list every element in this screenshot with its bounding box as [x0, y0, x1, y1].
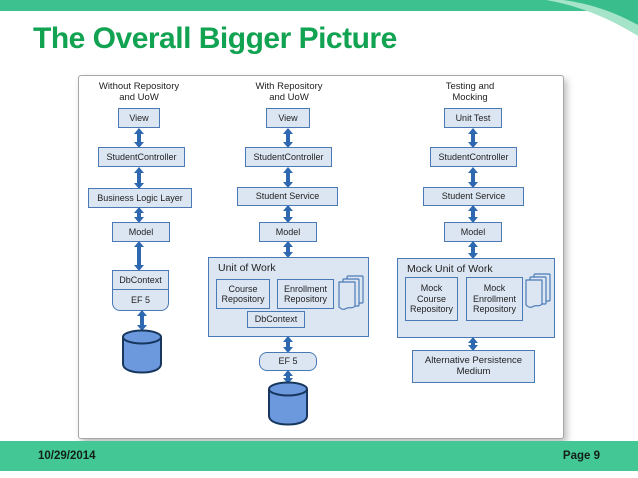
col3-mock-course-repository-box: Mock Course Repository: [405, 277, 458, 321]
double-arrow-icon: [137, 310, 147, 331]
column2-header: With Repository and UoW: [247, 81, 331, 104]
double-arrow-icon: [283, 167, 293, 188]
col2-view-box: View: [266, 108, 310, 128]
col2-model-box: Model: [259, 222, 317, 242]
column3-header-line1: Testing and: [445, 81, 495, 92]
double-arrow-icon: [468, 337, 478, 351]
double-arrow-icon: [134, 167, 144, 189]
double-arrow-icon: [283, 128, 293, 148]
unit-of-work-label: Unit of Work: [218, 262, 276, 274]
column3-header-line2: Mocking: [452, 92, 488, 104]
col2-course-repository-box: Course Repository: [216, 279, 270, 309]
double-arrow-icon: [283, 370, 293, 384]
mock-unit-of-work-label: Mock Unit of Work: [407, 263, 493, 275]
footer-page-number: Page 9: [562, 450, 600, 462]
col3-alternative-persistence-box: Alternative Persistence Medium: [412, 350, 535, 383]
column1-header: Without Repository and UoW: [89, 81, 189, 104]
documents-stack-icon: [338, 275, 364, 310]
double-arrow-icon: [283, 241, 293, 258]
double-arrow-icon: [134, 207, 144, 223]
double-arrow-icon: [468, 205, 478, 223]
database-cylinder-icon: [122, 329, 162, 374]
double-arrow-icon: [283, 205, 293, 223]
documents-stack-icon: [525, 273, 551, 308]
col1-business-logic-box: Business Logic Layer: [88, 188, 192, 208]
footer-date: 10/29/2014: [38, 450, 96, 462]
column1-header-line2: and UoW: [119, 92, 159, 104]
database-cylinder-icon: [268, 381, 308, 426]
column2-header-line1: With Repository: [255, 81, 323, 92]
col2-enrollment-repository-box: Enrollment Repository: [277, 279, 334, 309]
col1-studentcontroller-box: StudentController: [98, 147, 185, 167]
col3-model-box: Model: [444, 222, 502, 242]
col1-ef5-box: EF 5: [112, 289, 169, 311]
col2-ef5-box: EF 5: [259, 352, 317, 371]
col2-studentcontroller-box: StudentController: [245, 147, 332, 167]
col1-dbcontext-box: DbContext: [112, 270, 169, 290]
double-arrow-icon: [468, 167, 478, 188]
footer-bar: 10/29/2014 Page 9: [0, 441, 638, 471]
column3-header: Testing and Mocking: [438, 81, 502, 104]
col2-dbcontext-box: DbContext: [247, 311, 305, 328]
col3-unit-test-box: Unit Test: [444, 108, 502, 128]
col1-model-box: Model: [112, 222, 170, 242]
double-arrow-icon: [134, 128, 144, 148]
col2-student-service-box: Student Service: [237, 187, 338, 206]
double-arrow-icon: [283, 336, 293, 353]
page-title: The Overall Bigger Picture: [33, 22, 397, 55]
column2-header-line2: and UoW: [269, 92, 309, 104]
double-arrow-icon: [134, 241, 144, 271]
col1-view-box: View: [118, 108, 160, 128]
top-bar: [0, 0, 638, 11]
col3-student-service-box: Student Service: [423, 187, 524, 206]
double-arrow-icon: [468, 241, 478, 259]
col3-mock-enrollment-repository-box: Mock Enrollment Repository: [466, 277, 523, 321]
double-arrow-icon: [468, 128, 478, 148]
col3-studentcontroller-box: StudentController: [430, 147, 517, 167]
corner-swoosh-decoration: [546, 0, 638, 36]
column1-header-line1: Without Repository: [98, 81, 180, 92]
